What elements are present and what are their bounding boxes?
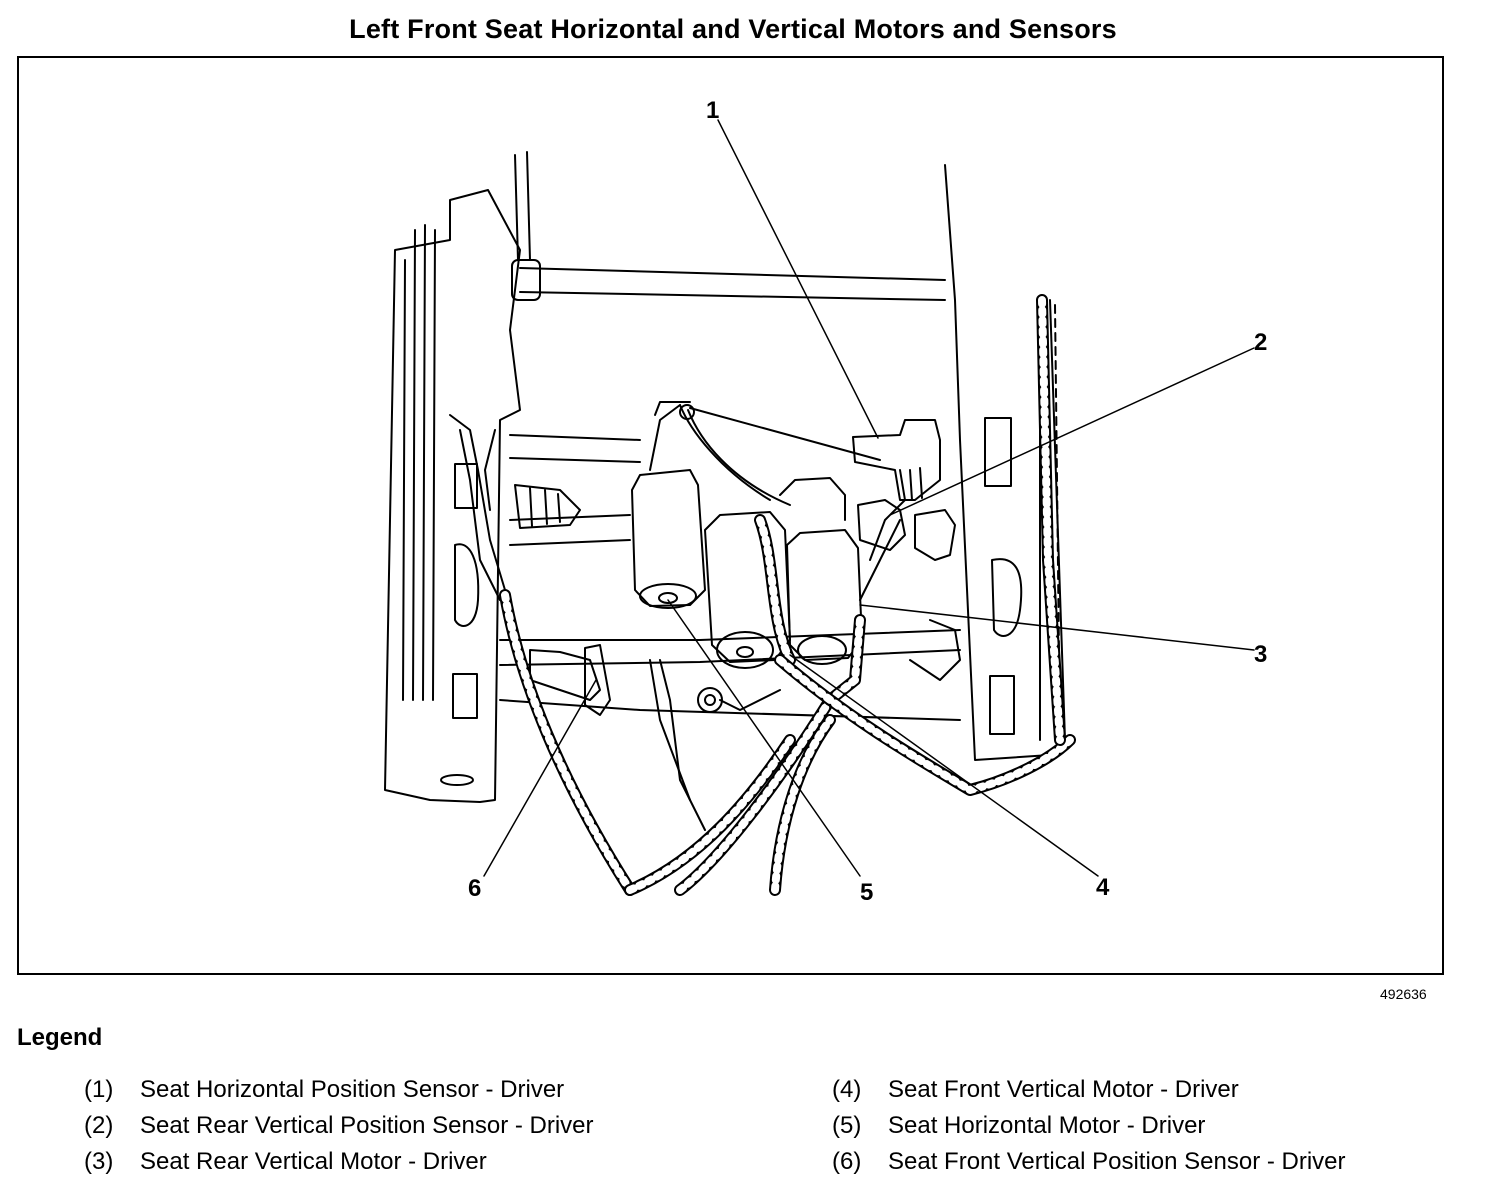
legend-text: Seat Front Vertical Position Sensor - Dr… (888, 1148, 1346, 1175)
legend-heading: Legend (17, 1024, 103, 1051)
legend-text: Seat Horizontal Motor - Driver (888, 1112, 1206, 1139)
legend-item: (4) Seat Front Vertical Motor - Driver (832, 1076, 1239, 1104)
cross-tubes (499, 259, 961, 721)
legend-text: Seat Horizontal Position Sensor - Driver (140, 1076, 565, 1103)
callout-3: 3 (1254, 641, 1267, 668)
legend-text: Seat Rear Vertical Motor - Driver (140, 1148, 487, 1175)
drive-cable-boots (514, 484, 611, 716)
diagram-title: Left Front Seat Horizontal and Vertical … (349, 14, 1117, 44)
legend-number: (6) (832, 1148, 862, 1175)
rear-vertical-position-sensor (857, 499, 956, 561)
wiring-harness (449, 401, 961, 831)
figure-id: 492636 (1380, 986, 1427, 1002)
legend-number: (5) (832, 1112, 862, 1139)
legend-item: (5) Seat Horizontal Motor - Driver (832, 1112, 1205, 1140)
callout-4: 4 (1096, 874, 1110, 901)
legend-number: (4) (832, 1076, 862, 1103)
legend-item: (6) Seat Front Vertical Position Sensor -… (832, 1148, 1346, 1176)
callout-6: 6 (468, 875, 481, 902)
callout-1: 1 (706, 97, 719, 124)
horizontal-motor (631, 469, 706, 609)
legend-text: Seat Front Vertical Motor - Driver (888, 1076, 1239, 1103)
legend-number: (3) (84, 1148, 114, 1175)
legend-number: (2) (84, 1112, 114, 1139)
legend-item: (3) Seat Rear Vertical Motor - Driver (84, 1148, 487, 1176)
legend-item: (1) Seat Horizontal Position Sensor - Dri… (84, 1076, 564, 1104)
callout-2: 2 (1254, 329, 1267, 356)
leader-lines (483, 119, 1255, 877)
legend-text: Seat Rear Vertical Position Sensor - Dri… (140, 1112, 594, 1139)
horizontal-position-sensor (852, 419, 941, 501)
diagram-frame (17, 56, 1444, 975)
legend-number: (1) (84, 1076, 114, 1103)
callout-5: 5 (860, 879, 873, 906)
legend-item: (2) Seat Rear Vertical Position Sensor - … (84, 1112, 594, 1140)
left-seat-rail (384, 151, 531, 803)
conduit-loom (499, 294, 1076, 896)
